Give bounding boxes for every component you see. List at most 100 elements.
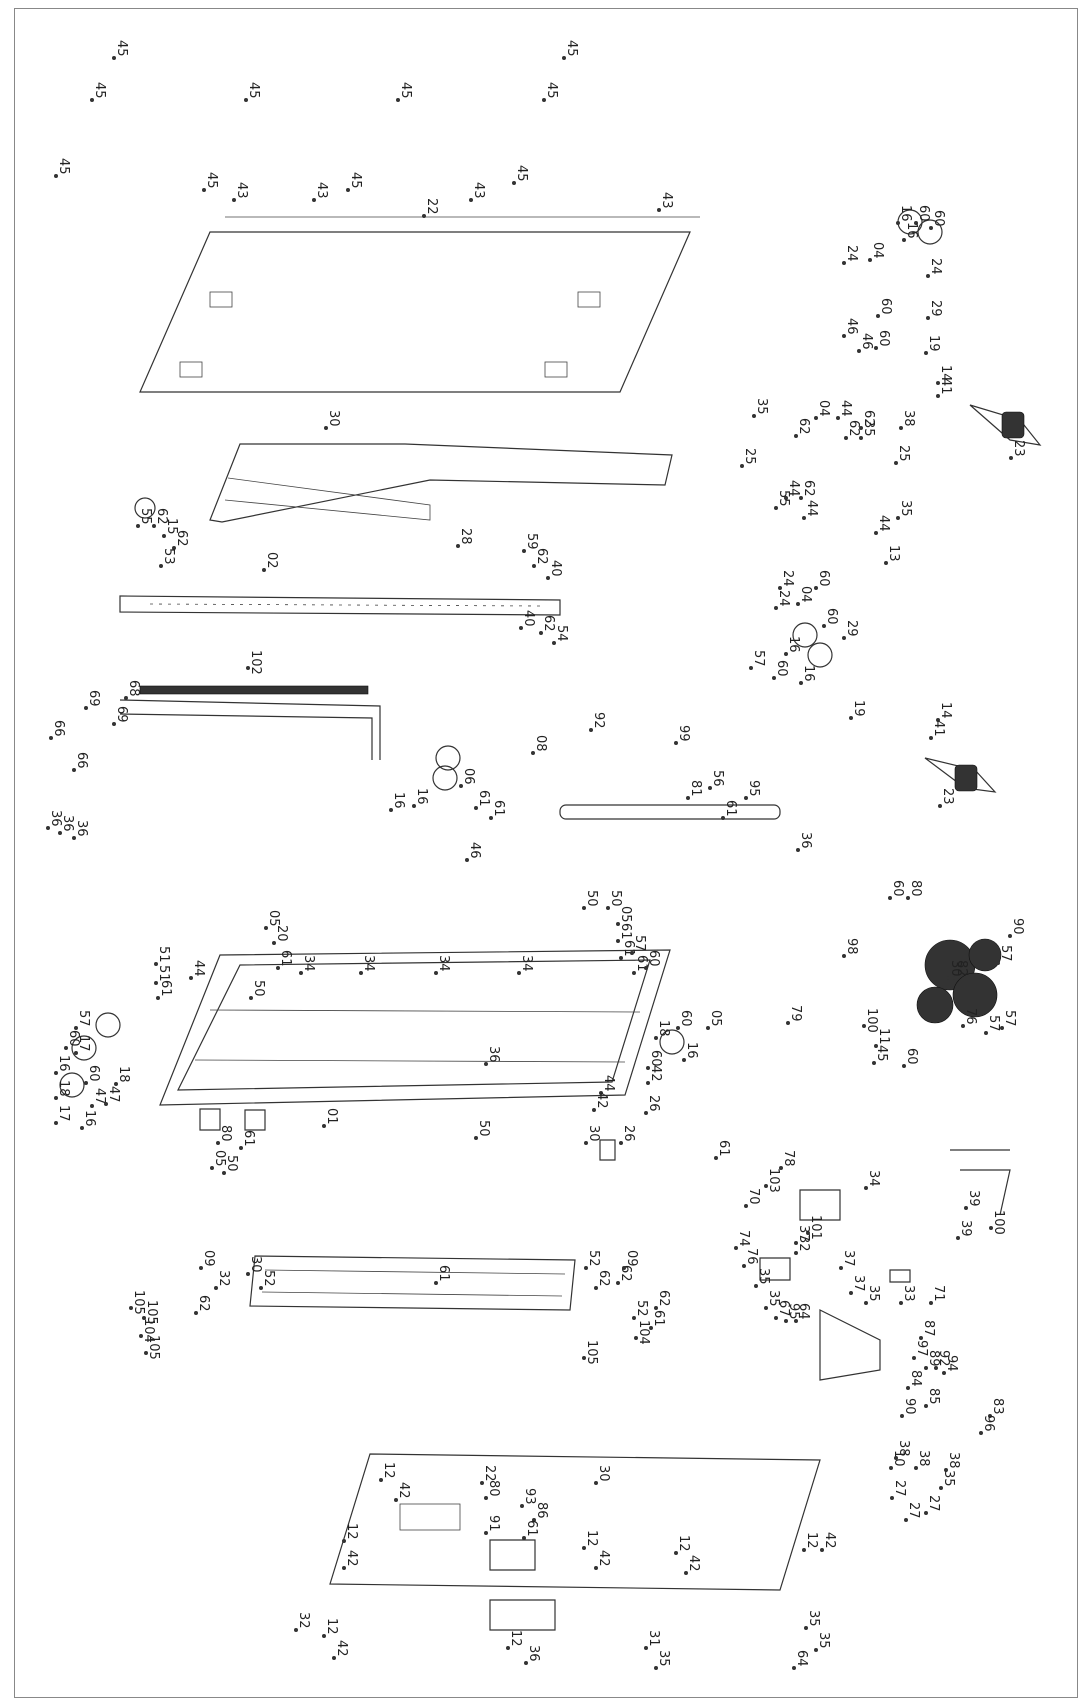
- part-marker-dot: [868, 258, 872, 262]
- part-marker-dot: [632, 971, 636, 975]
- part-number-label: 103: [766, 1168, 781, 1193]
- part-number-label: 36: [798, 832, 813, 849]
- part-number-label: 85: [926, 1388, 941, 1405]
- part-number-label: 61: [723, 800, 738, 817]
- part-number-label: 23: [940, 788, 955, 805]
- part-number-label: 46: [467, 842, 482, 859]
- part-number-label: 45: [874, 1045, 889, 1062]
- part-number-label: 42: [334, 1640, 349, 1657]
- part-number-label: 60: [86, 1065, 101, 1082]
- part-number-label: 57: [986, 1015, 1001, 1032]
- part-marker-dot: [857, 349, 861, 353]
- part-marker-dot: [799, 681, 803, 685]
- part-number-label: 43: [471, 182, 486, 199]
- part-marker-dot: [942, 1371, 946, 1375]
- part-number-label: 104: [141, 1318, 156, 1343]
- part-marker-dot: [802, 1548, 806, 1552]
- part-number-label: 51: [156, 965, 171, 982]
- part-number-label: 57: [632, 935, 647, 952]
- part-number-label: 57: [76, 1010, 91, 1027]
- part-number-label: 16: [684, 1042, 699, 1059]
- part-number-label: 60: [916, 205, 931, 222]
- part-number-label: 27: [892, 1480, 907, 1497]
- part-number-label: 34: [301, 955, 316, 972]
- part-number-label: 43: [234, 182, 249, 199]
- part-number-label: 105: [584, 1340, 599, 1365]
- part-marker-dot: [996, 961, 1000, 965]
- part-marker-dot: [459, 784, 463, 788]
- main-frame-part: [159, 949, 671, 1106]
- part-number-label: 42: [648, 1065, 663, 1082]
- part-number-label: 76: [744, 1248, 759, 1265]
- part-number-label: 19: [926, 335, 941, 352]
- part-marker-dot: [794, 1241, 798, 1245]
- part-marker-dot: [49, 736, 53, 740]
- part-number-label: 57: [1002, 1010, 1017, 1027]
- part-marker-dot: [842, 334, 846, 338]
- part-marker-dot: [582, 1356, 586, 1360]
- part-marker-dot: [1000, 1026, 1004, 1030]
- part-marker-dot: [124, 696, 128, 700]
- part-number-label: 45: [564, 40, 579, 57]
- part-marker-dot: [139, 1334, 143, 1338]
- part-number-label: 45: [348, 172, 363, 189]
- part-number-label: 42: [686, 1555, 701, 1572]
- part-marker-dot: [84, 1081, 88, 1085]
- part-number-label: 37: [841, 1250, 856, 1267]
- part-number-label: 25: [896, 445, 911, 462]
- part-marker-dot: [904, 1518, 908, 1522]
- part-number-label: 68: [126, 680, 141, 697]
- part-number-label: 62: [196, 1295, 211, 1312]
- part-marker-dot: [152, 524, 156, 528]
- part-marker-dot: [210, 1166, 214, 1170]
- part-number-label: 42: [594, 1092, 609, 1109]
- part-marker-dot: [469, 198, 473, 202]
- part-marker-dot: [929, 226, 933, 230]
- part-marker-dot: [924, 1404, 928, 1408]
- part-marker-dot: [54, 1121, 58, 1125]
- part-number-label: 35: [766, 1290, 781, 1307]
- part-number-label: 16: [786, 636, 801, 653]
- part-number-label: 60: [678, 1010, 693, 1027]
- part-marker-dot: [774, 1316, 778, 1320]
- part-number-label: 05: [618, 906, 633, 923]
- part-marker-dot: [80, 1126, 84, 1130]
- part-marker-dot: [582, 1546, 586, 1550]
- part-marker-dot: [764, 1184, 768, 1188]
- part-marker-dot: [814, 586, 818, 590]
- part-marker-dot: [172, 546, 176, 550]
- part-marker-dot: [562, 56, 566, 60]
- part-marker-dot: [906, 896, 910, 900]
- part-marker-dot: [54, 174, 58, 178]
- part-marker-dot: [676, 1026, 680, 1030]
- part-marker-dot: [764, 1306, 768, 1310]
- part-number-label: 44: [601, 1075, 616, 1092]
- part-marker-dot: [552, 641, 556, 645]
- part-marker-dot: [434, 1281, 438, 1285]
- part-number-label: 44: [838, 400, 853, 417]
- part-marker-dot: [924, 1366, 928, 1370]
- part-number-label: 82: [954, 960, 969, 977]
- part-marker-dot: [90, 1104, 94, 1108]
- part-marker-dot: [542, 98, 546, 102]
- part-marker-dot: [546, 576, 550, 580]
- part-number-label: 35: [861, 420, 876, 437]
- part-marker-dot: [859, 426, 863, 430]
- part-number-label: 16: [391, 792, 406, 809]
- part-number-label: 20: [274, 925, 289, 942]
- part-number-label: 44: [876, 515, 891, 532]
- part-number-label: 60: [648, 1050, 663, 1067]
- part-number-label: 60: [66, 1030, 81, 1047]
- part-number-label: 18: [56, 1080, 71, 1097]
- part-marker-dot: [926, 274, 930, 278]
- part-marker-dot: [199, 1266, 203, 1270]
- part-number-label: 18: [116, 1066, 131, 1083]
- part-marker-dot: [938, 804, 942, 808]
- part-marker-dot: [988, 1414, 992, 1418]
- part-number-label: 52: [261, 1270, 276, 1287]
- part-marker-dot: [222, 1171, 226, 1175]
- part-number-label: 64: [796, 1303, 811, 1320]
- part-marker-dot: [794, 434, 798, 438]
- part-marker-dot: [902, 238, 906, 242]
- part-number-label: 32: [796, 1235, 811, 1252]
